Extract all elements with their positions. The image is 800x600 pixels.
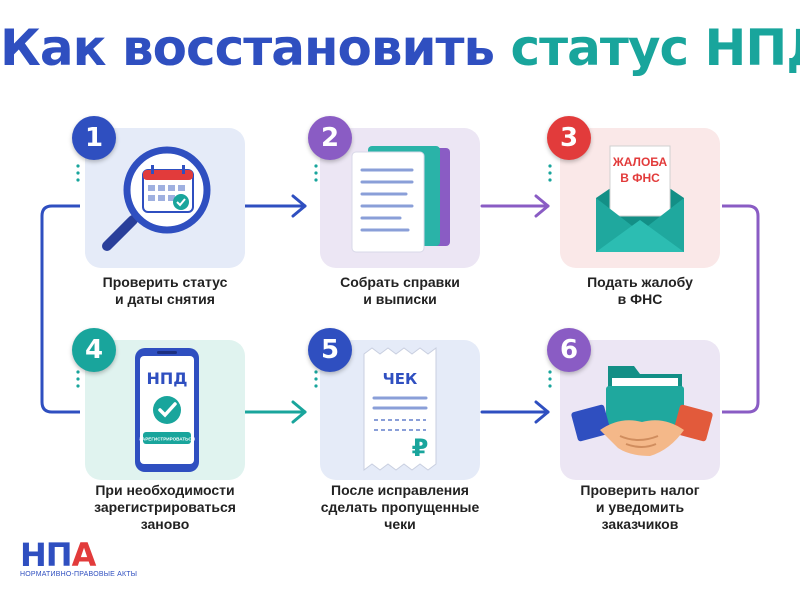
connector-3-6 [722, 204, 760, 414]
step-4-label-line-2: зарегистрироваться [94, 499, 236, 515]
npa-logo: НПА НОРМАТИВНО-ПРАВОВЫЕ АКТЫ [20, 539, 137, 584]
arrow-1-2 [243, 194, 307, 218]
envelope-complaint-icon: ЖАЛОБА В ФНС [596, 145, 684, 252]
handshake-folder-icon [571, 366, 713, 456]
documents-icon [351, 146, 450, 253]
step-3-label-line-1: Подать жалобу [587, 274, 693, 290]
receipt-title: ЧЕК [383, 370, 418, 388]
step-4-badge: 4 [72, 328, 116, 372]
step-6-badge: 6 [547, 328, 591, 372]
calendar-search-icon [102, 146, 211, 251]
page-title: Как восстановить статус НПД [0, 18, 800, 78]
screen-button: ЗАРЕГИСТРИРОВАТЬСЯ [139, 437, 195, 442]
letter-text-line-2: В ФНС [620, 171, 660, 185]
step-2-label: Собрать справки и выписки [290, 274, 510, 308]
step-2-label-line-1: Собрать справки [340, 274, 460, 290]
title-part-1: Как восстановить [0, 19, 495, 77]
step-2-badge: 2 [308, 116, 352, 160]
step-5-badge: 5 [308, 328, 352, 372]
step-3-label: Подать жалобу в ФНС [530, 274, 750, 308]
letter-text-line-1: ЖАЛОБА [612, 155, 668, 169]
step-6-label-line-2: и уведомить [595, 499, 685, 515]
currency-symbol: ₽ [412, 434, 429, 462]
arrow-5-6 [480, 400, 550, 424]
step-3-label-line-2: в ФНС [617, 291, 663, 307]
receipt-icon: ЧЕК ₽ [363, 347, 437, 471]
step-5-label-line-2: сделать пропущенные [320, 499, 480, 515]
dot-markers [76, 164, 552, 388]
step-2-label-line-2: и выписки [363, 291, 437, 307]
step-4-label: При необходимости зарегистрироваться зан… [55, 482, 275, 533]
step-1-badge: 1 [72, 116, 116, 160]
logo-wordmark: НПА [20, 539, 96, 571]
step-4-label-line-3: заново [140, 516, 190, 532]
arrow-2-3 [480, 194, 550, 218]
step-5-label-line-3: чеки [384, 516, 416, 532]
step-6-label-line-3: заказчиков [601, 516, 679, 532]
step-3-badge: 3 [547, 116, 591, 160]
step-6-label-line-1: Проверить налог [580, 482, 700, 498]
step-4-label-line-1: При необходимости [95, 482, 235, 498]
step-6-label: Проверить налог и уведомить заказчиков [530, 482, 750, 533]
step-5-label: После исправления сделать пропущенные че… [290, 482, 510, 533]
step-1-label-line-1: Проверить статус [102, 274, 228, 290]
logo-text-right: А [71, 536, 97, 574]
phone-app-icon: НПД ЗАРЕГИСТРИРОВАТЬСЯ [135, 348, 199, 472]
connector-1-4 [40, 204, 80, 414]
step-1-label-line-2: и даты снятия [115, 291, 215, 307]
title-part-2: статус НПД [510, 19, 800, 77]
step-1-label: Проверить статус и даты снятия [55, 274, 275, 308]
arrow-4-5 [243, 400, 307, 424]
logo-subtitle: НОРМАТИВНО-ПРАВОВЫЕ АКТЫ [20, 571, 138, 578]
screen-title: НПД [146, 369, 187, 388]
step-5-label-line-1: После исправления [331, 482, 469, 498]
logo-text-left: НП [20, 536, 73, 574]
